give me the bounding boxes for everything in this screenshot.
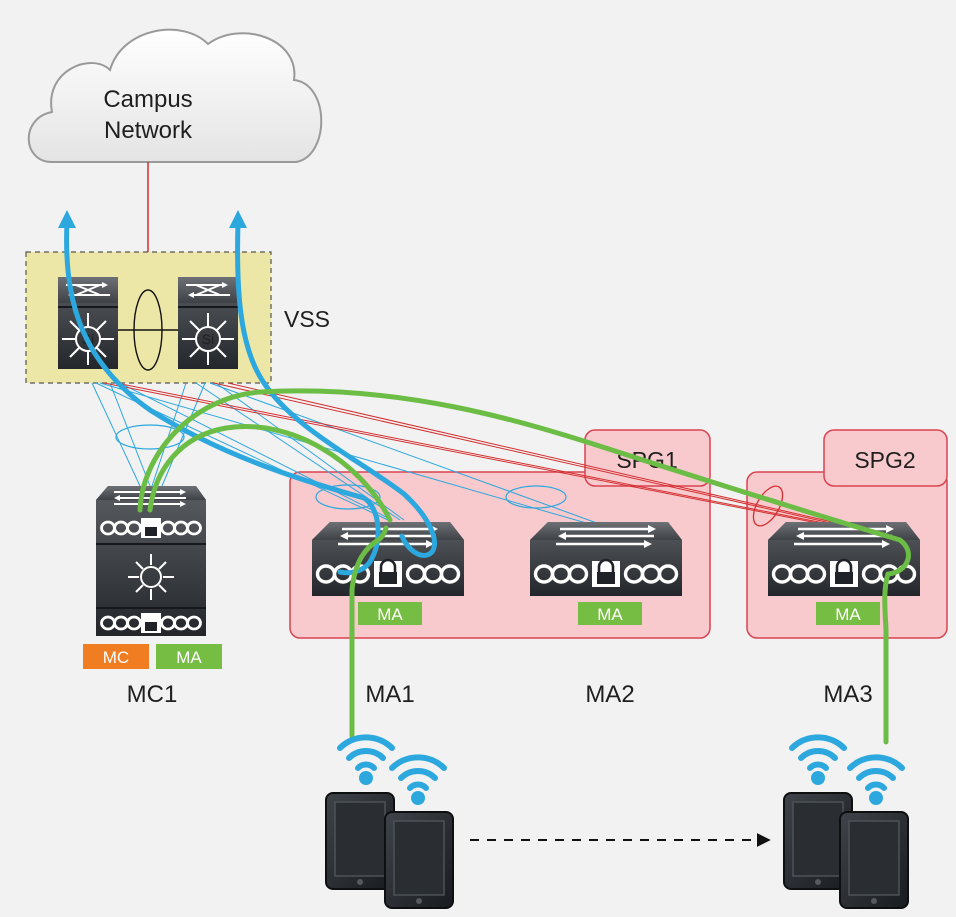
ma2-label: MA2 — [585, 681, 634, 708]
tablet-icon — [839, 811, 909, 909]
svg-text:MC: MC — [103, 648, 129, 667]
ma2-ma-tag: MA — [578, 602, 642, 625]
campus-network-cloud: Campus Network — [27, 28, 323, 163]
port-channel-ellipses — [115, 424, 567, 510]
access-switch-icon — [766, 520, 922, 598]
access-switch-icon — [528, 520, 684, 598]
si-label-right: Si — [202, 331, 214, 347]
mc1-label: MC1 — [127, 681, 178, 708]
spg2-label: SPG2 — [854, 447, 915, 473]
access-switch-icon — [310, 520, 466, 598]
vss-link-ellipse — [133, 289, 163, 371]
cloud-label-line2: Network — [104, 117, 193, 144]
ma3-ma-tag: MA — [816, 602, 880, 625]
green-tunnel-paths — [137, 388, 911, 745]
mc1-switch — [96, 486, 206, 636]
ma1-switch — [310, 520, 466, 598]
blue-traffic-paths — [64, 219, 437, 576]
vss-label: VSS — [284, 306, 330, 332]
vss-switch-right — [177, 276, 239, 370]
red-links — [103, 382, 855, 528]
ma3-switch — [766, 520, 922, 598]
blue-arrowheads — [58, 210, 247, 228]
ma1-ma-tag: MA — [358, 602, 422, 625]
tablet-icon — [384, 811, 454, 909]
tablet-icon — [325, 792, 395, 890]
ma1-label: MA1 — [365, 681, 414, 708]
vss-switch-left — [57, 276, 119, 370]
spg2-port-channel — [752, 485, 784, 527]
mc1-ma-tag: MA — [156, 644, 222, 669]
svg-text:MA: MA — [176, 648, 202, 667]
cloud-icon — [27, 28, 323, 163]
ma2-switch — [528, 520, 684, 598]
vss-switch-icon — [57, 276, 119, 370]
cloud-label-line1: Campus — [103, 86, 192, 113]
svg-text:MA: MA — [377, 605, 403, 624]
svg-text:MA: MA — [597, 605, 623, 624]
vss-switch-icon — [177, 276, 239, 370]
svg-text:MA: MA — [835, 605, 861, 624]
mc1-mc-tag: MC — [83, 644, 149, 669]
ma3-label: MA3 — [823, 681, 872, 708]
